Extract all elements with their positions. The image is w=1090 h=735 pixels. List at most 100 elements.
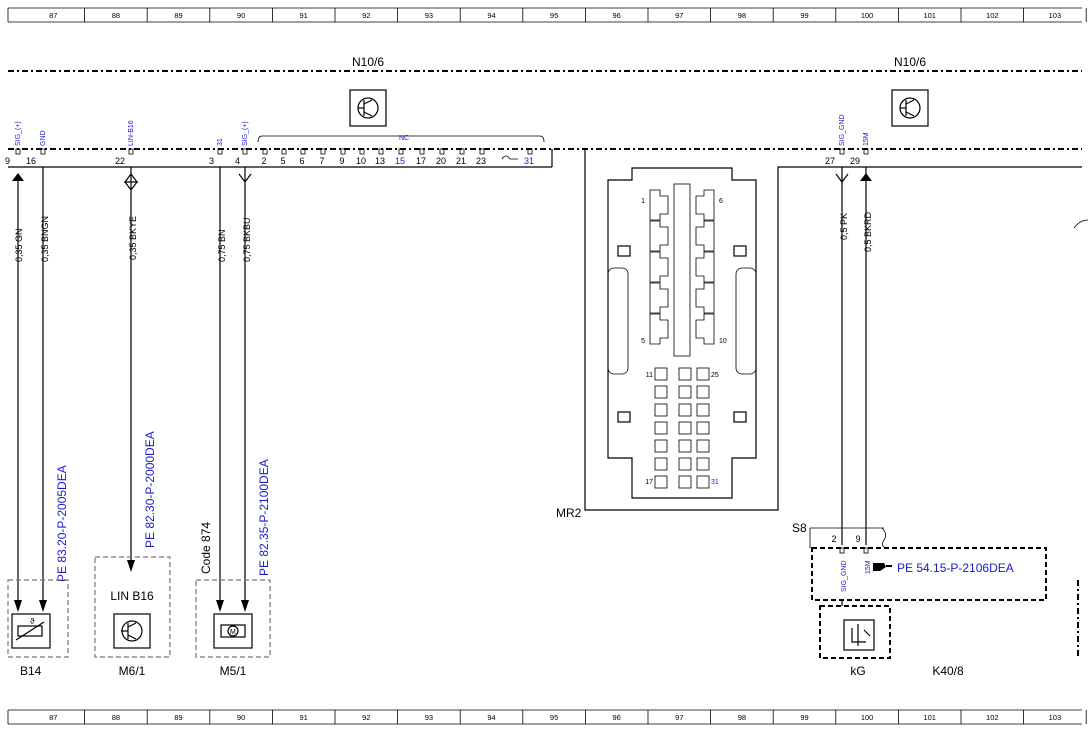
- nc-pin: 15: [395, 156, 405, 166]
- wire-0-5-pk: 0,5 PK: [835, 167, 849, 545]
- svg-text:3: 3: [209, 156, 214, 166]
- component-b14: ϑ B14: [7, 579, 69, 678]
- reference-link-m6-1[interactable]: PE 82.30-P-2000DEA: [143, 431, 157, 548]
- svg-text:4: 4: [235, 156, 240, 166]
- pin-signal-16: GND 16: [26, 130, 47, 166]
- svg-text:5: 5: [641, 338, 645, 345]
- nc-pin: 31: [524, 156, 534, 166]
- grid-column-label: 103: [1049, 713, 1062, 722]
- grid-column-label: 96: [613, 11, 621, 20]
- grid-column-label: 90: [237, 713, 245, 722]
- nc-pin: 2: [261, 156, 266, 166]
- wire-0-35-bngn: 0,35 BNGN: [39, 167, 50, 612]
- grid-column-label: 95: [550, 11, 558, 20]
- s8-connector: S8 2 9 SIG_GND 15M (+): [792, 521, 1047, 620]
- component-label-m5-1: M5/1: [220, 664, 247, 678]
- grid-column-label: 102: [986, 11, 999, 20]
- nc-pin: 9: [339, 156, 344, 166]
- pin-signal-3: 31 3: [209, 138, 224, 166]
- code-label: Code 874: [199, 522, 213, 574]
- wire-0-35-gn: 0,35 GN: [12, 173, 24, 612]
- grid-column-label: 93: [425, 11, 433, 20]
- pin-signal-22: LIN-B16 22: [115, 120, 135, 166]
- svg-text:0,35 BNGN: 0,35 BNGN: [40, 216, 50, 262]
- grid-column-label: 96: [613, 713, 621, 722]
- svg-text:SIG_GND: SIG_GND: [841, 560, 848, 592]
- grid-column-label: 87: [49, 713, 57, 722]
- grid-column-label: 97: [675, 713, 683, 722]
- svg-text:0,5 PK: 0,5 PK: [839, 213, 849, 240]
- grid-column-label: 95: [550, 713, 558, 722]
- mr2-label: MR2: [556, 506, 582, 520]
- svg-text:17: 17: [645, 479, 653, 486]
- component-label-m6-1: M6/1: [119, 664, 146, 678]
- grid-column-label: 93: [425, 713, 433, 722]
- svg-text:SIG_(+): SIG_(+): [242, 121, 249, 146]
- svg-text:22: 22: [115, 156, 125, 166]
- grid-column-label: 102: [986, 713, 999, 722]
- grid-column-label: 103: [1049, 11, 1062, 20]
- grid-column-label: 91: [300, 11, 308, 20]
- pin-signal-9: SIG_(+) 9: [5, 121, 22, 166]
- svg-text:10: 10: [719, 338, 727, 345]
- pin-signal-27: SIG_GND 27: [825, 114, 846, 166]
- svg-text:LIN-B16: LIN-B16: [128, 120, 135, 146]
- grid-column-label: 92: [362, 11, 370, 20]
- reference-link-k40-8[interactable]: PE 54.15-P-2106DEA: [897, 561, 1014, 575]
- grid-column-label: 88: [112, 713, 120, 722]
- pin-signal-29: 15M 29: [850, 132, 870, 166]
- wire-0-5-bkrd: 0,5 BKRD: [860, 167, 873, 545]
- svg-text:2: 2: [831, 534, 836, 544]
- nc-pin: 6: [299, 156, 304, 166]
- grid-column-label: 99: [800, 713, 808, 722]
- component-label-b14: B14: [20, 664, 42, 678]
- svg-text:11: 11: [646, 372, 653, 379]
- nc-pin: 17: [416, 156, 426, 166]
- grid-column-label: 92: [362, 713, 370, 722]
- nc-pin: 13: [375, 156, 385, 166]
- svg-text:NC: NC: [399, 135, 409, 142]
- nc-pin: 20: [436, 156, 446, 166]
- grid-column-label: 91: [300, 713, 308, 722]
- grid-column-label: 97: [675, 11, 683, 20]
- nc-pin: 7: [319, 156, 324, 166]
- svg-text:0,75 BN: 0,75 BN: [217, 229, 227, 262]
- control-unit-symbol-right: [891, 89, 929, 127]
- component-m6-1: LIN B16 M6/1: [94, 556, 171, 678]
- svg-text:6: 6: [719, 198, 723, 205]
- reference-link-m5-1[interactable]: PE 82.35-P-2100DEA: [257, 459, 271, 576]
- svg-text:SIG_(+): SIG_(+): [15, 121, 22, 146]
- grid-column-label: 87: [49, 11, 57, 20]
- grid-column-label: 101: [923, 11, 936, 20]
- grid-column-label: 94: [487, 11, 495, 20]
- svg-text:GND: GND: [40, 130, 47, 146]
- lin-b16-label: LIN B16: [110, 589, 154, 603]
- svg-text:0,35 BKYE: 0,35 BKYE: [128, 216, 138, 260]
- svg-text:0,35 GN: 0,35 GN: [14, 228, 24, 262]
- nc-pin: 5: [280, 156, 285, 166]
- svg-text:SIG_GND: SIG_GND: [839, 114, 846, 146]
- grid-column-label: 101: [923, 713, 936, 722]
- grid-column-label: 88: [112, 11, 120, 20]
- svg-text:15M: 15M: [865, 560, 872, 574]
- grid-column-label: 94: [487, 713, 495, 722]
- reference-link-b14[interactable]: PE 83.20-P-2005DEA: [55, 465, 69, 582]
- component-m5-1: M M5/1: [195, 579, 271, 678]
- svg-text:9: 9: [855, 534, 860, 544]
- nc-pin: 21: [456, 156, 466, 166]
- grid-column-label: 100: [861, 713, 874, 722]
- wire-0-35-bkye: 0,35 BKYE: [123, 167, 139, 572]
- nc-pin: 10: [356, 156, 366, 166]
- control-unit-symbol-left: [349, 89, 387, 127]
- svg-text:29: 29: [850, 156, 860, 166]
- nc-bracket: NC: [257, 135, 545, 143]
- grid-column-label: 98: [738, 11, 746, 20]
- svg-text:15M: 15M: [863, 132, 870, 146]
- svg-text:31: 31: [711, 479, 719, 486]
- module-label-left: N10/6: [352, 55, 384, 69]
- component-kg: kG: [819, 605, 891, 678]
- module-label-right: N10/6: [894, 55, 926, 69]
